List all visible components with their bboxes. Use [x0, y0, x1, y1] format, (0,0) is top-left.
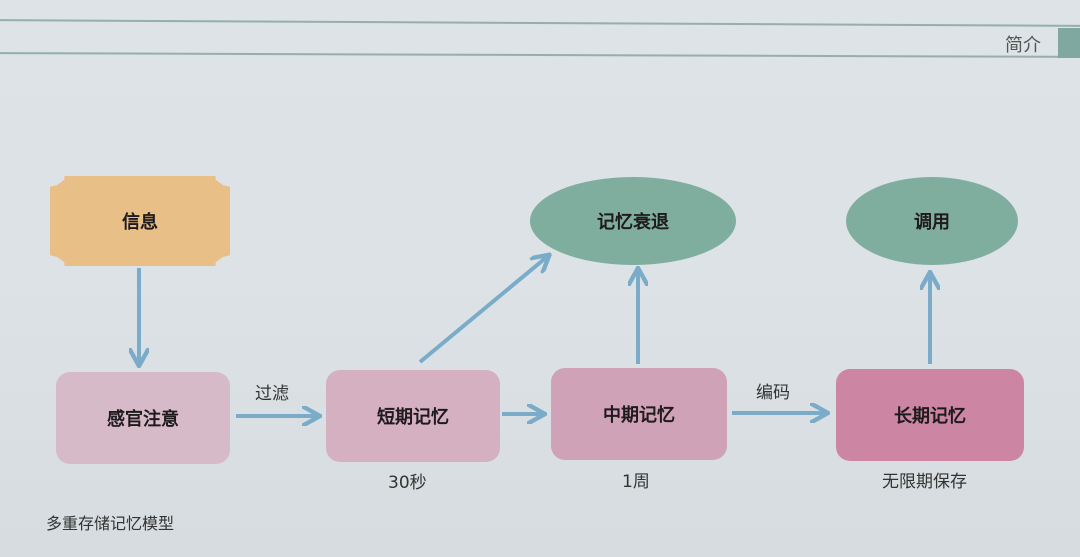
node-short-term-label: 短期记忆	[377, 407, 449, 428]
node-memory-decay-label: 记忆衰退	[597, 212, 669, 233]
figure-caption: 多重存储记忆模型	[46, 514, 175, 533]
node-long-term-label: 长期记忆	[894, 406, 966, 427]
node-long-term: 长期记忆	[836, 369, 1024, 461]
edge-label-encode: 编码	[756, 383, 790, 403]
node-info-label: 信息	[122, 212, 158, 233]
node-mid-term: 中期记忆	[551, 368, 727, 460]
duration-short-term: 30秒	[388, 473, 427, 493]
node-mid-term-label: 中期记忆	[603, 405, 675, 426]
duration-long-term: 无限期保存	[882, 472, 967, 492]
section-tab-marker	[1058, 28, 1080, 58]
node-memory-decay: 记忆衰退	[530, 177, 736, 265]
node-sensory-label: 感官注意	[107, 409, 179, 430]
edge-label-filter: 过滤	[255, 384, 289, 404]
node-recall: 调用	[846, 177, 1018, 265]
node-short-term: 短期记忆	[326, 370, 500, 462]
node-sensory: 感官注意	[56, 372, 230, 464]
section-tab-label: 简介	[1005, 35, 1041, 56]
arrow-short-to-decay	[418, 256, 548, 364]
duration-mid-term: 1周	[622, 472, 650, 492]
node-info: 信息	[50, 176, 230, 266]
node-recall-label: 调用	[914, 212, 950, 233]
